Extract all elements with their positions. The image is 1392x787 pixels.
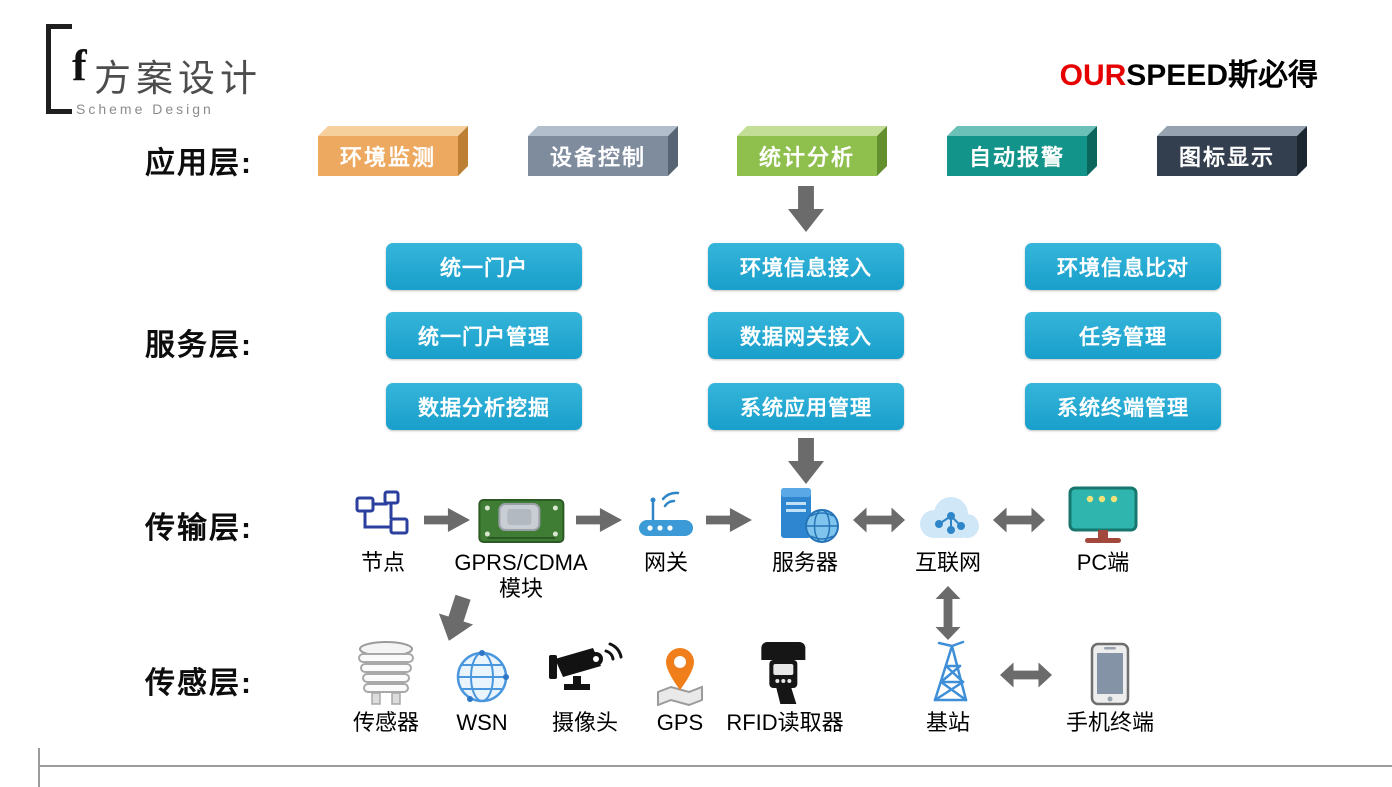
node-label: 互联网 xyxy=(914,550,981,575)
app-box-environment-monitoring: 环境监测 xyxy=(318,126,468,176)
node-label: GPRS/CDMA xyxy=(454,550,588,575)
pc-icon xyxy=(1068,482,1138,546)
box-top-face xyxy=(528,126,678,136)
brand-our: OUR xyxy=(1059,59,1127,92)
logo-bracket-icon xyxy=(46,24,72,114)
box-top-face xyxy=(1157,126,1307,136)
gprs-module-icon xyxy=(477,482,565,546)
transmission-node-server: 服务器 xyxy=(765,482,845,576)
node-icon xyxy=(354,482,412,546)
node-label: PC端 xyxy=(1076,550,1130,575)
service-btn-env-info-access: 环境信息接入 xyxy=(708,243,904,290)
app-box-icon-display: 图标显示 xyxy=(1157,126,1307,176)
app-box-auto-alarm: 自动报警 xyxy=(947,126,1097,176)
node-label-line2: 模块 xyxy=(498,576,543,601)
box-side-face xyxy=(1297,126,1307,176)
sensor-node-phone: 手机终端 xyxy=(1066,634,1154,736)
app-box-label: 环境监测 xyxy=(318,136,458,176)
rfid-reader-icon xyxy=(752,634,818,706)
sensor-node-sensor: 传感器 xyxy=(351,634,421,736)
base-station-tower-icon xyxy=(918,634,978,706)
service-btn-unified-portal-mgmt: 统一门户管理 xyxy=(386,312,582,359)
sensor-icon xyxy=(351,634,421,706)
arrow-down-icon xyxy=(788,186,824,232)
box-top-face xyxy=(318,126,468,136)
app-box-label: 设备控制 xyxy=(528,136,668,176)
sensor-node-rfid-reader: RFID读取器 xyxy=(726,634,844,736)
left-edge-tick xyxy=(38,748,40,787)
transmission-layer-label: 传输层: xyxy=(145,512,253,545)
node-label: 服务器 xyxy=(771,550,838,575)
service-btn-data-mining: 数据分析挖掘 xyxy=(386,383,582,430)
box-top-face xyxy=(947,126,1097,136)
app-box-label: 图标显示 xyxy=(1157,136,1297,176)
logo-mark: f xyxy=(72,41,87,90)
gps-pin-icon xyxy=(652,634,708,706)
node-label: 传感器 xyxy=(352,710,419,735)
brand-cn: 斯必得 xyxy=(1228,59,1318,92)
service-btn-task-mgmt: 任务管理 xyxy=(1025,312,1221,359)
wsn-globe-icon xyxy=(452,634,512,706)
app-box-label: 自动报警 xyxy=(947,136,1087,176)
server-icon xyxy=(765,482,845,546)
arrow-double-horizontal-icon xyxy=(1000,662,1052,688)
transmission-node-node: 节点 xyxy=(354,482,412,576)
phone-icon xyxy=(1090,634,1130,706)
service-btn-unified-portal: 统一门户 xyxy=(386,243,582,290)
service-btn-system-app-mgmt: 系统应用管理 xyxy=(708,383,904,430)
arrow-double-horizontal-icon xyxy=(993,507,1045,533)
box-side-face xyxy=(877,126,887,176)
transmission-node-gateway: 网关 xyxy=(635,482,697,576)
box-side-face xyxy=(668,126,678,176)
transmission-node-internet: 互联网 xyxy=(909,482,987,576)
internet-cloud-icon xyxy=(909,482,987,546)
camera-icon xyxy=(547,634,623,706)
transmission-node-pc: PC端 xyxy=(1068,482,1138,576)
node-label: 手机终端 xyxy=(1065,710,1155,735)
service-layer-label: 服务层: xyxy=(145,329,253,362)
sensor-node-camera: 摄像头 xyxy=(547,634,623,736)
gateway-icon xyxy=(635,482,697,546)
node-label: 摄像头 xyxy=(551,710,618,735)
sensor-layer-label: 传感层: xyxy=(145,667,253,700)
arrow-double-vertical-icon xyxy=(935,586,961,640)
app-box-device-control: 设备控制 xyxy=(528,126,678,176)
service-btn-env-info-compare: 环境信息比对 xyxy=(1025,243,1221,290)
brand-speed: SPEED xyxy=(1126,59,1228,92)
sensor-node-base-station: 基站 xyxy=(918,634,978,736)
box-side-face xyxy=(1087,126,1097,176)
node-label: 基站 xyxy=(925,710,970,735)
box-side-face xyxy=(458,126,468,176)
brand-logo: OURSPEED斯必得 xyxy=(1060,50,1318,94)
page-subtitle: Scheme Design xyxy=(76,101,214,117)
app-box-label: 统计分析 xyxy=(737,136,877,176)
service-btn-system-terminal-mgmt: 系统终端管理 xyxy=(1025,383,1221,430)
node-label: RFID读取器 xyxy=(726,710,844,735)
application-layer-label: 应用层: xyxy=(145,147,253,180)
node-label: WSN xyxy=(456,710,508,735)
bottom-divider xyxy=(38,765,1392,767)
arrow-right-icon xyxy=(706,508,752,532)
node-label: 网关 xyxy=(643,550,688,575)
sensor-node-gps: GPS xyxy=(652,634,708,736)
service-btn-data-gateway-access: 数据网关接入 xyxy=(708,312,904,359)
node-label: GPS xyxy=(656,710,704,735)
arrow-double-horizontal-icon xyxy=(853,507,905,533)
app-box-statistics-analysis: 统计分析 xyxy=(737,126,887,176)
sensor-node-wsn: WSN xyxy=(452,634,512,736)
node-label: 节点 xyxy=(360,550,405,575)
transmission-node-gprs-module: GPRS/CDMA 模块 xyxy=(454,482,588,602)
box-top-face xyxy=(737,126,887,136)
arrow-down-icon xyxy=(788,438,824,484)
page-title: 方案设计 xyxy=(94,59,262,100)
